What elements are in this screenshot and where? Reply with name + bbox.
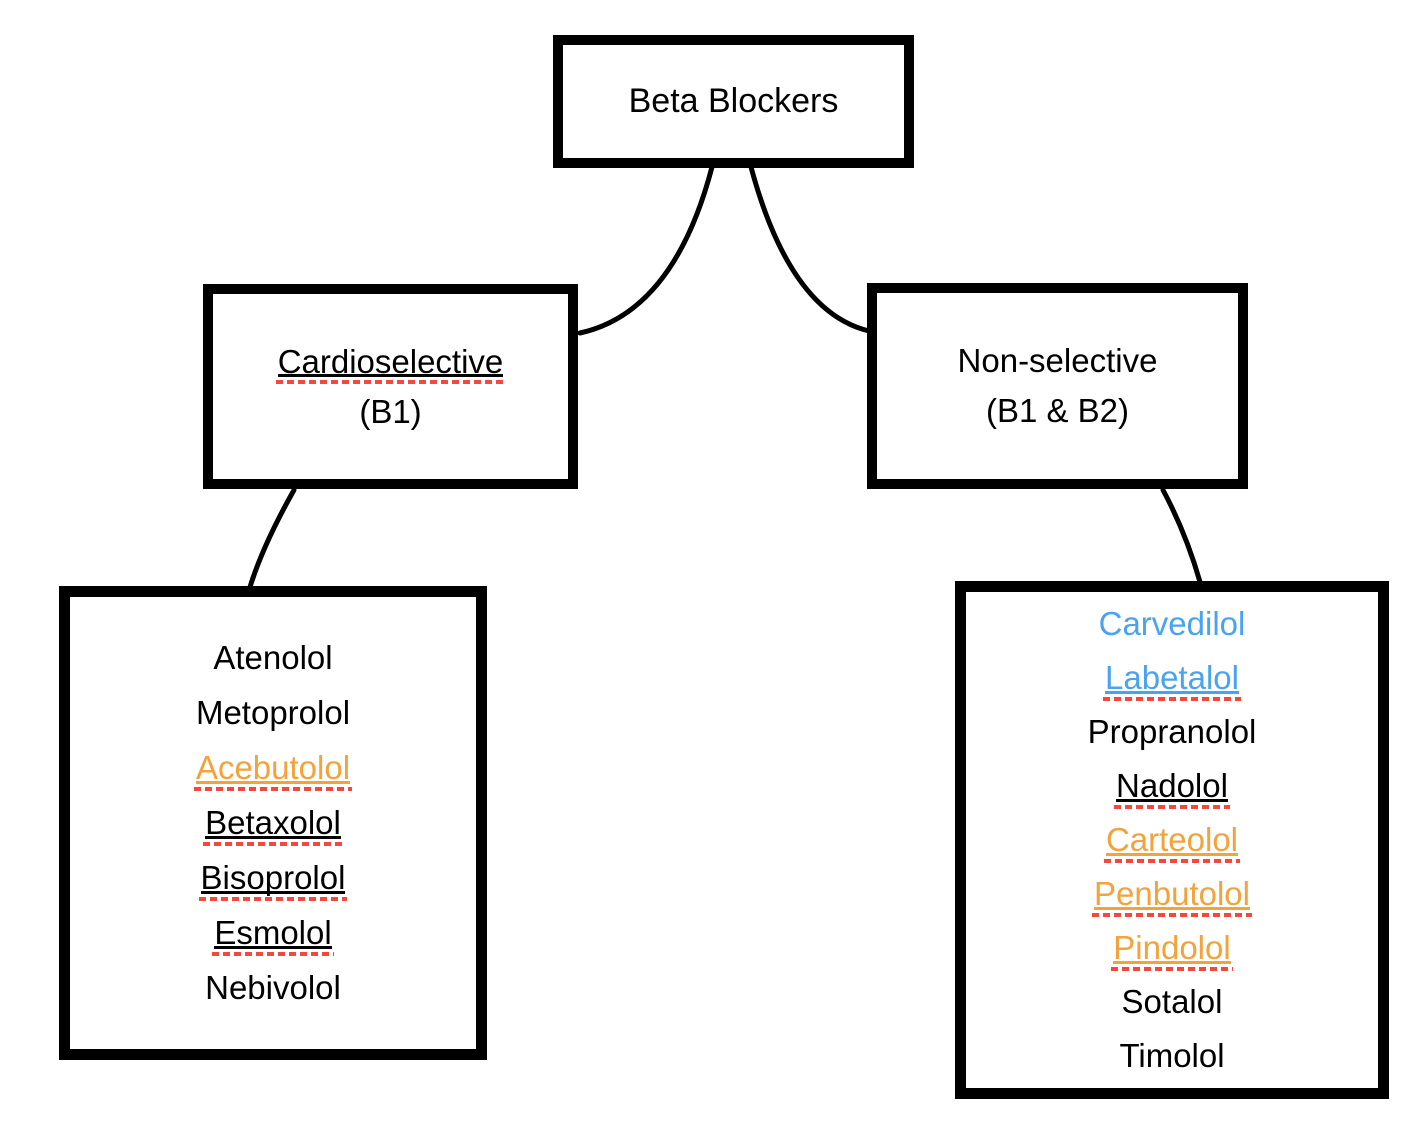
category-title-line: (B1 & B2) [986,386,1129,436]
category-title-line: Cardioselective [275,337,505,387]
drug-name: Nebivolol [205,961,341,1016]
label-text: Non-selective [957,342,1158,380]
label-text: Atenolol [213,639,333,677]
label-text: Esmolol [212,914,335,956]
label-text: Cardioselective [275,342,505,385]
drug-name: Bisoprolol [198,851,348,906]
drug-name: Sotalol [1122,975,1223,1029]
drug-name: Esmolol [212,906,335,961]
label-text: Penbutolol [1092,875,1252,917]
connector-root-to-nonselective [748,164,872,334]
drug-name: Carvedilol [1099,597,1246,651]
drug-name: Nadolol [1114,759,1230,813]
label-text: Nebivolol [205,969,341,1007]
category-title-line: Non-selective [958,336,1158,386]
drug-name: Pindolol [1111,921,1234,975]
connector-cardioselective-to-drugs [247,487,297,590]
label-text: Carvedilol [1098,605,1246,643]
label-text: Bisoprolol [198,859,348,901]
drug-name: Labetalol [1103,651,1241,705]
label-text: Timolol [1119,1037,1225,1075]
connector-nonselective-to-drugs [1160,487,1203,585]
drug-name: Carteolol [1103,813,1241,867]
drug-name: Timolol [1119,1029,1224,1083]
drug-name: Atenolol [213,631,332,686]
label-text: Labetalol [1103,659,1241,701]
label-text: Acebutolol [193,749,353,791]
label-text: Carteolol [1103,821,1241,863]
label-text: Pindolol [1111,929,1234,971]
label-text: Propranolol [1087,713,1257,751]
label-text: Nadolol [1114,767,1230,809]
drug-name: Propranolol [1088,705,1257,759]
node-cardioselective: Cardioselective (B1) [203,284,578,489]
drug-name: Penbutolol [1092,867,1252,921]
label-text: Betaxolol [203,804,343,846]
label-text: (B1 & B2) [985,392,1130,430]
drug-name: Betaxolol [203,796,343,851]
node-beta-blockers: Beta Blockers [553,35,914,168]
drug-name: Acebutolol [193,741,353,796]
connector-root-to-cardioselective [577,164,715,336]
label-text: Sotalol [1121,983,1223,1021]
node-label: Beta Blockers [628,81,839,120]
label-text: Metoprolol [195,694,351,732]
drug-name: Metoprolol [196,686,350,741]
label-text: (B1) [359,392,422,430]
node-non-selective: Non-selective (B1 & B2) [867,283,1248,489]
category-title-line: (B1) [359,387,421,437]
